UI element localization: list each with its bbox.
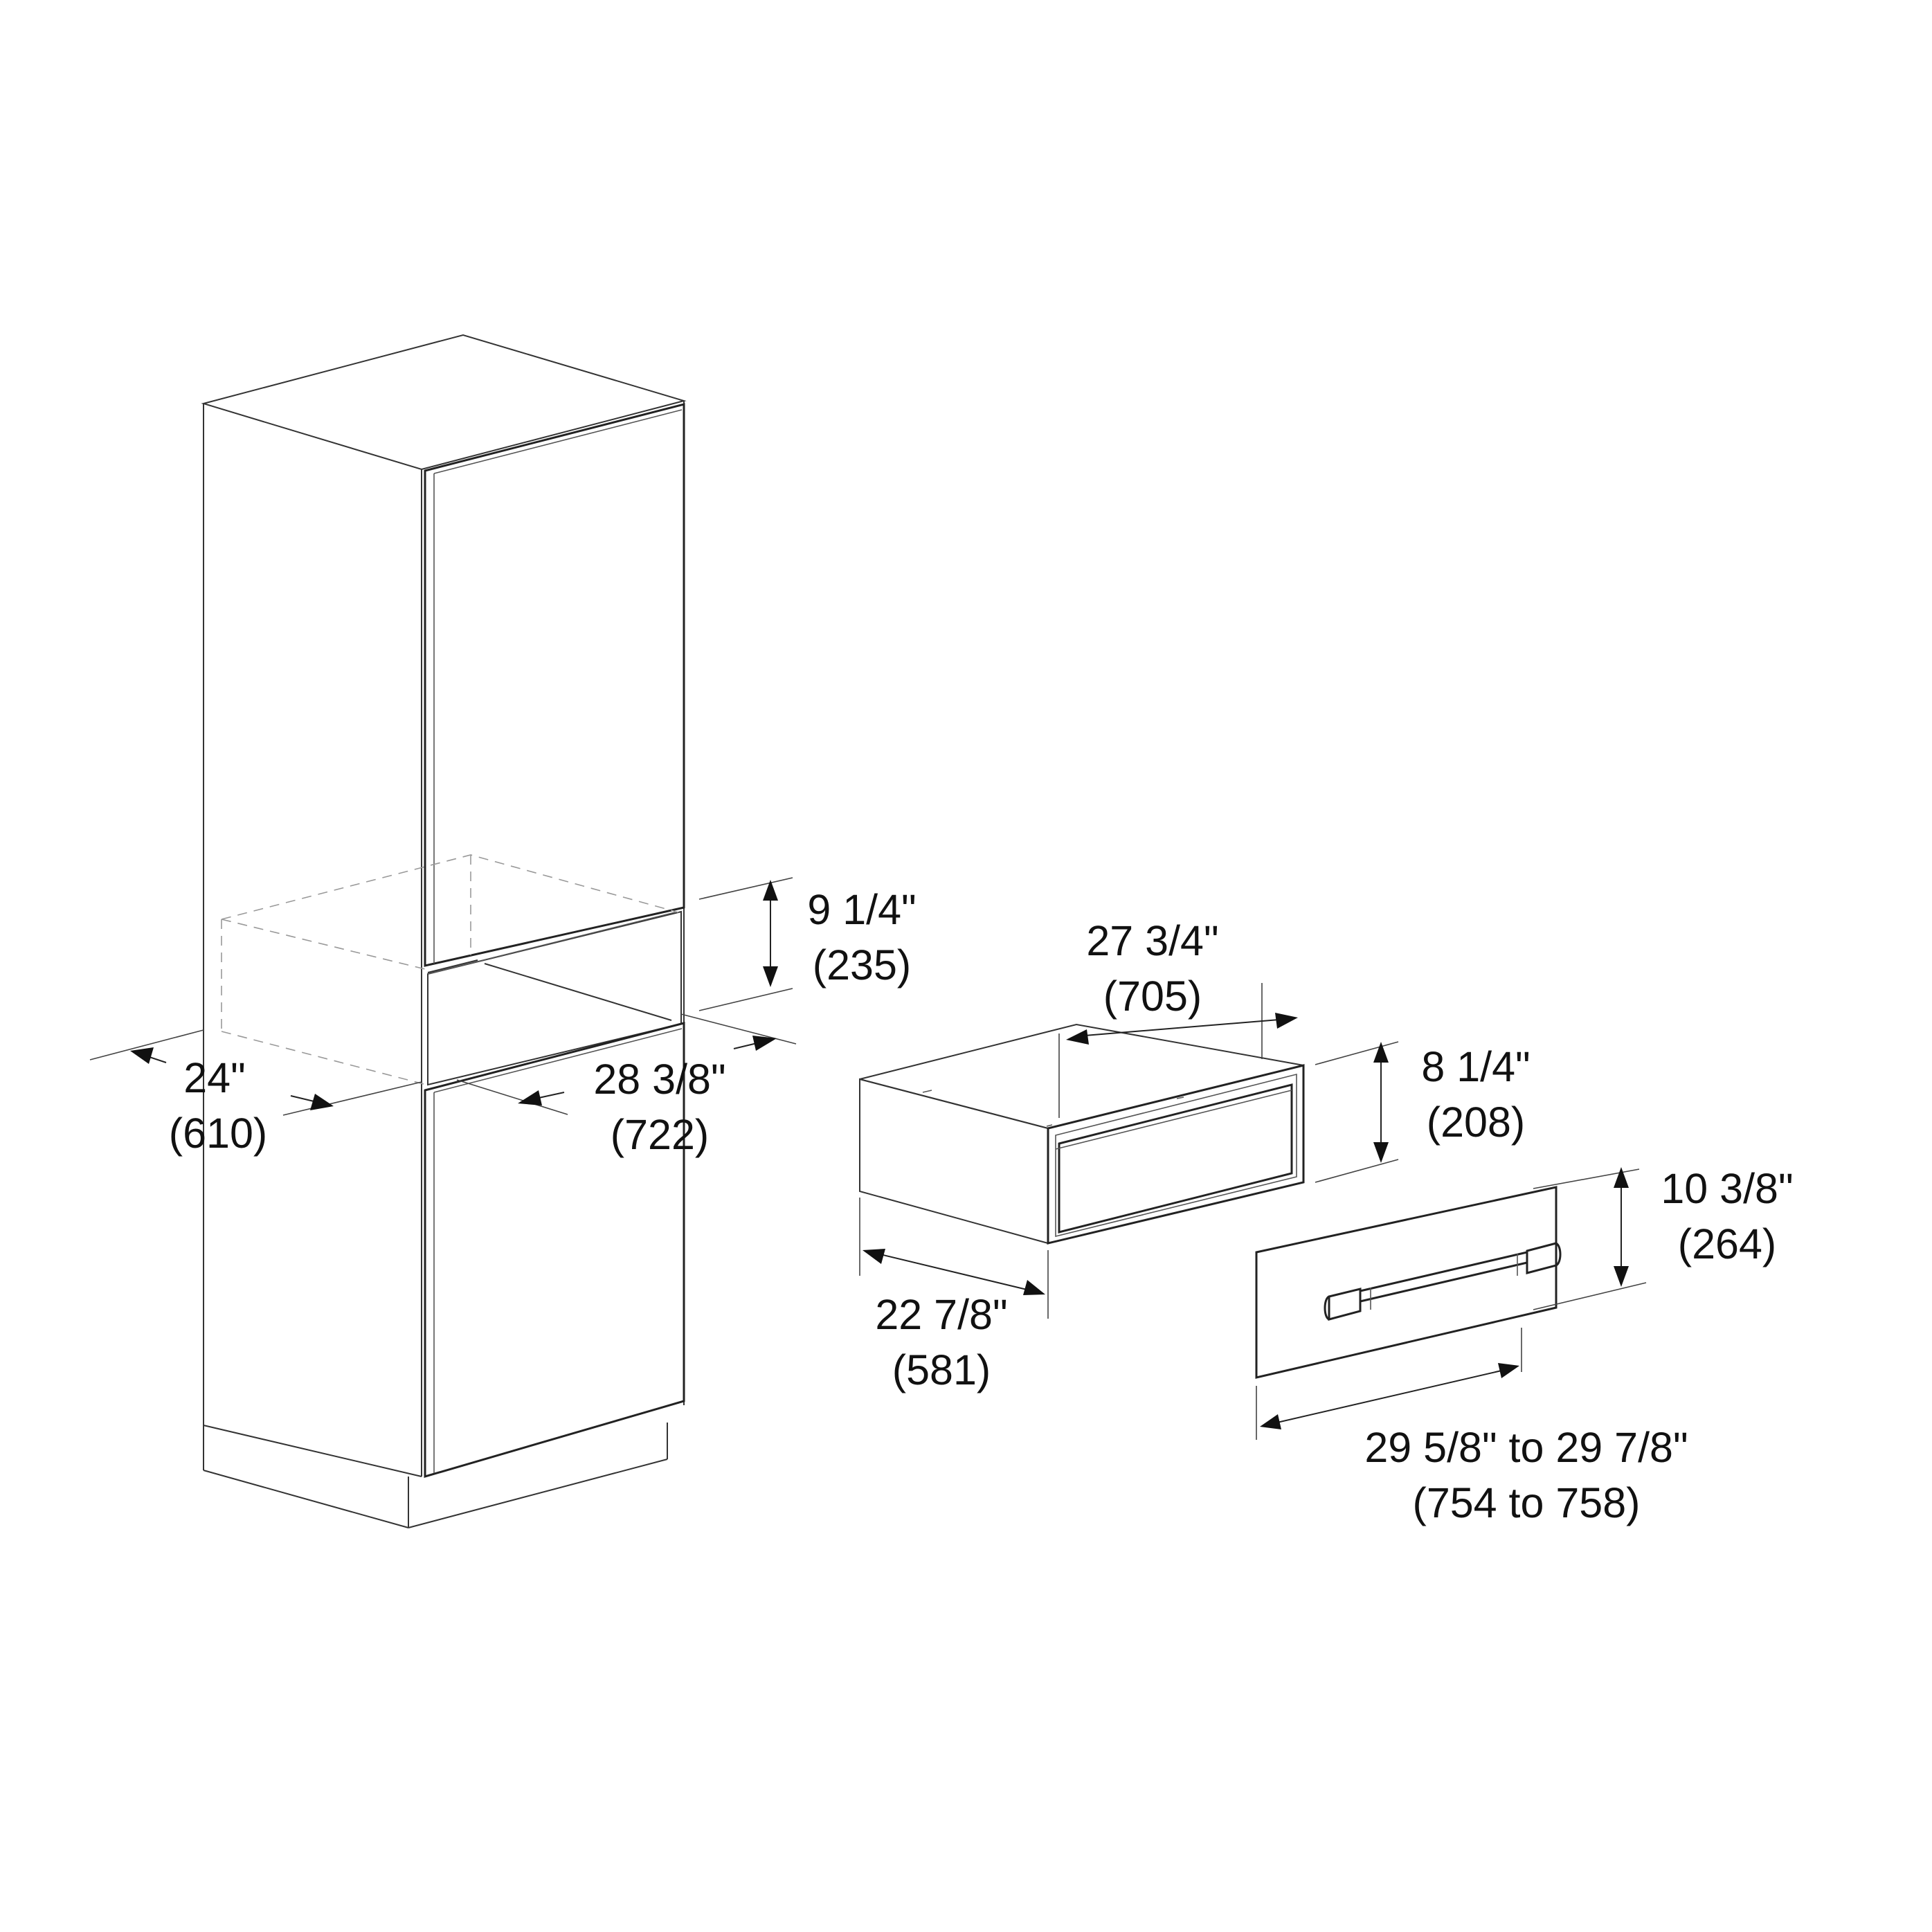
- dimension-panel-height: 10 3/8" (264): [1533, 1165, 1794, 1310]
- panel-height-imperial: 10 3/8": [1661, 1165, 1793, 1212]
- upper-door: [424, 403, 685, 967]
- dimension-drawer-height: 8 1/4" (208): [1315, 1041, 1531, 1183]
- dimension-drawer-depth: 22 7/8" (581): [859, 1198, 1049, 1393]
- cutout-opening: [221, 854, 682, 1086]
- drawer-depth-metric: (581): [892, 1346, 991, 1393]
- lower-door: [424, 1022, 685, 1478]
- drawer-width-metric: (705): [1103, 973, 1202, 1020]
- drawer-height-metric: (208): [1427, 1099, 1525, 1146]
- panel-width-imperial: 29 5/8" to 29 7/8": [1364, 1424, 1688, 1471]
- cabinet-width-metric: (610): [169, 1110, 267, 1157]
- cutout-height-metric: (235): [813, 941, 911, 988]
- dimension-cabinet-depth: 28 3/8" (722): [456, 1013, 797, 1158]
- warming-drawer: [859, 1023, 1305, 1245]
- dimension-drawer-width: 27 3/4" (705): [1058, 917, 1298, 1118]
- cabinet-depth-imperial: 28 3/8": [593, 1056, 725, 1103]
- panel-height-metric: (264): [1678, 1220, 1776, 1267]
- front-panel: [1255, 1186, 1558, 1379]
- drawer-width-imperial: 27 3/4": [1086, 917, 1218, 964]
- dimension-cabinet-width: 24" (610): [89, 1029, 422, 1157]
- dimension-cutout-height: 9 1/4" (235): [698, 877, 917, 1011]
- drawer-depth-imperial: 22 7/8": [875, 1291, 1007, 1338]
- cabinet-depth-metric: (722): [611, 1111, 709, 1158]
- dimension-panel-width: 29 5/8" to 29 7/8" (754 to 758): [1256, 1328, 1688, 1526]
- cabinet-width-imperial: 24": [183, 1054, 246, 1101]
- tall-cabinet: [201, 334, 687, 1528]
- drawer-height-imperial: 8 1/4": [1421, 1043, 1530, 1090]
- drawer-handle: [1324, 1242, 1562, 1321]
- cutout-height-imperial: 9 1/4": [807, 886, 916, 933]
- panel-width-metric: (754 to 758): [1413, 1479, 1641, 1526]
